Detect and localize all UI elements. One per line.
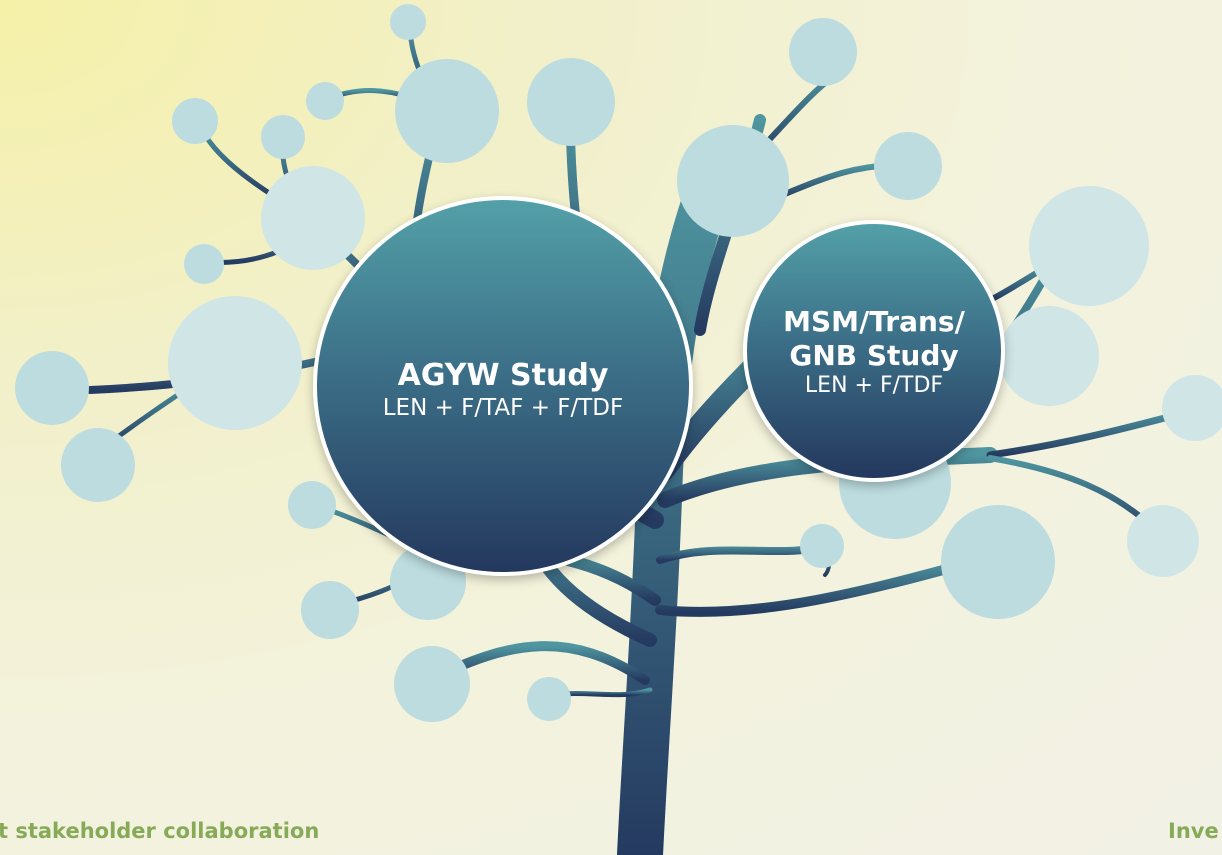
msm-study-title-line2: GNB Study: [789, 338, 959, 372]
agyw-study-title: AGYW Study: [397, 358, 609, 394]
msm-study-title-line1: MSM/Trans/: [783, 305, 965, 339]
tree-leaves: [15, 4, 1222, 722]
tree-trunk: [617, 137, 743, 855]
footer-right-text: Inve: [1168, 819, 1219, 843]
agyw-study-regimen: LEN + F/TAF + F/TDF: [382, 395, 624, 422]
msm-study-regimen: LEN + F/TDF: [804, 373, 944, 399]
msm-trans-gnb-study-bubble: MSM/Trans/ GNB Study LEN + F/TDF: [743, 220, 1005, 482]
footer-left-text: t stakeholder collaboration: [0, 819, 320, 843]
agyw-study-bubble: AGYW Study LEN + F/TAF + F/TDF: [313, 196, 693, 576]
